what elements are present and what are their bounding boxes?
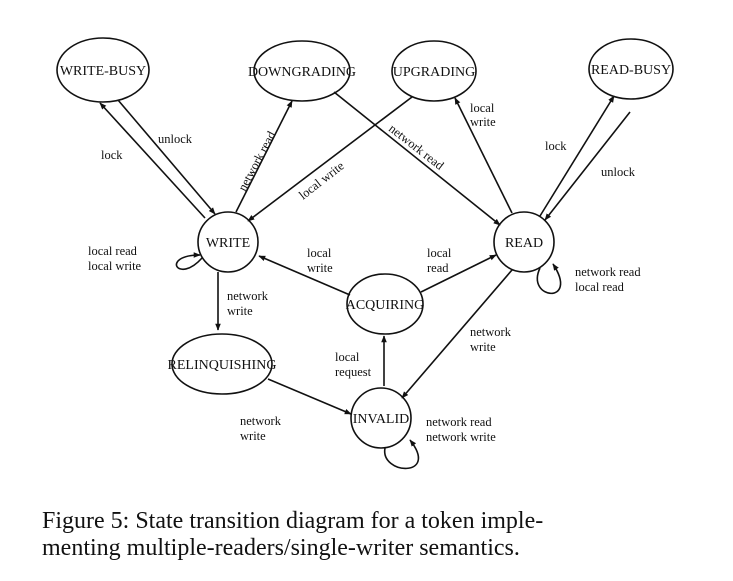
state-transition-diagram: WRITE-BUSY DOWNGRADING UPGRADING READ-BU… (56, 37, 674, 470)
state-invalid-label: INVALID (353, 412, 410, 427)
label-network-read-read-loop: network read (575, 265, 641, 279)
state-relinquishing: RELINQUISHING (168, 333, 277, 395)
label-local-upgrading: local (470, 101, 495, 115)
edge-write-to-write-busy (99, 102, 206, 219)
edge-read-to-invalid (401, 269, 513, 399)
state-downgrading: DOWNGRADING (248, 40, 356, 102)
state-upgrading: UPGRADING (391, 40, 477, 102)
label-network-read-to-read: network read (386, 121, 447, 173)
label-network-relinq: network (227, 289, 269, 303)
label-read-acq-read: read (427, 261, 449, 275)
figure-caption: Figure 5: State transition diagram for a… (42, 508, 543, 562)
state-write-busy-label: WRITE-BUSY (60, 64, 146, 79)
state-write-label: WRITE (206, 236, 250, 251)
state-read-busy: READ-BUSY (588, 38, 674, 100)
edge-write-busy-to-write (117, 99, 216, 215)
label-local-acq-read: local (427, 246, 452, 260)
label-write-relinq: write (227, 304, 253, 318)
label-network-write-inv-loop: network write (426, 430, 496, 444)
edge-upgrading-to-write (247, 96, 413, 222)
caption-line-2: menting multiple-readers/single-writer s… (42, 535, 520, 561)
label-network-relinq-inv: network (240, 414, 282, 428)
state-read-label: READ (505, 236, 543, 251)
state-write: WRITE (197, 211, 259, 273)
state-read: READ (493, 211, 555, 273)
loop-read (536, 263, 562, 295)
state-upgrading-label: UPGRADING (393, 65, 475, 80)
edge-read-to-read-busy (539, 95, 615, 217)
state-downgrading-label: DOWNGRADING (248, 65, 356, 80)
label-unlock-read-busy: unlock (601, 165, 636, 179)
label-unlock-write-busy: unlock (158, 132, 193, 146)
label-lock-read-busy: lock (545, 139, 567, 153)
state-read-busy-label: READ-BUSY (591, 63, 671, 78)
caption-line-1: Figure 5: State transition diagram for a… (42, 508, 544, 534)
state-acquiring: ACQUIRING (346, 273, 425, 335)
edge-downgrading-to-read (333, 91, 501, 226)
label-write-upgrading: write (470, 115, 496, 129)
label-write-relinq-inv: write (240, 429, 266, 443)
label-network-read-downgrade: network read (235, 128, 279, 193)
label-write-acq-write: write (307, 261, 333, 275)
state-invalid: INVALID (350, 387, 412, 449)
label-write-read-invalid: write (470, 340, 496, 354)
loop-write (175, 252, 203, 270)
label-network-read-invalid: network (470, 325, 512, 339)
state-relinquishing-label: RELINQUISHING (168, 358, 277, 373)
edge-write-to-downgrading (235, 100, 293, 213)
edge-read-busy-to-read (544, 111, 631, 221)
label-local-read-read-loop: local read (575, 280, 625, 294)
label-local-read-write-loop: local read (88, 244, 138, 258)
label-local-inv-acq: local (335, 350, 360, 364)
state-acquiring-label: ACQUIRING (346, 298, 425, 313)
label-lock-write-busy: lock (101, 148, 123, 162)
edge-acquiring-to-write (258, 255, 351, 296)
state-write-busy: WRITE-BUSY (56, 37, 150, 103)
label-local-acq-write: local (307, 246, 332, 260)
edge-read-to-upgrading (454, 97, 513, 214)
edge-acquiring-to-read (420, 254, 497, 293)
loop-invalid (384, 439, 420, 470)
label-request-inv-acq: request (335, 365, 372, 379)
edge-relinquishing-to-invalid (267, 378, 352, 415)
label-network-read-inv-loop: network read (426, 415, 492, 429)
label-local-write-write-loop: local write (88, 259, 142, 273)
